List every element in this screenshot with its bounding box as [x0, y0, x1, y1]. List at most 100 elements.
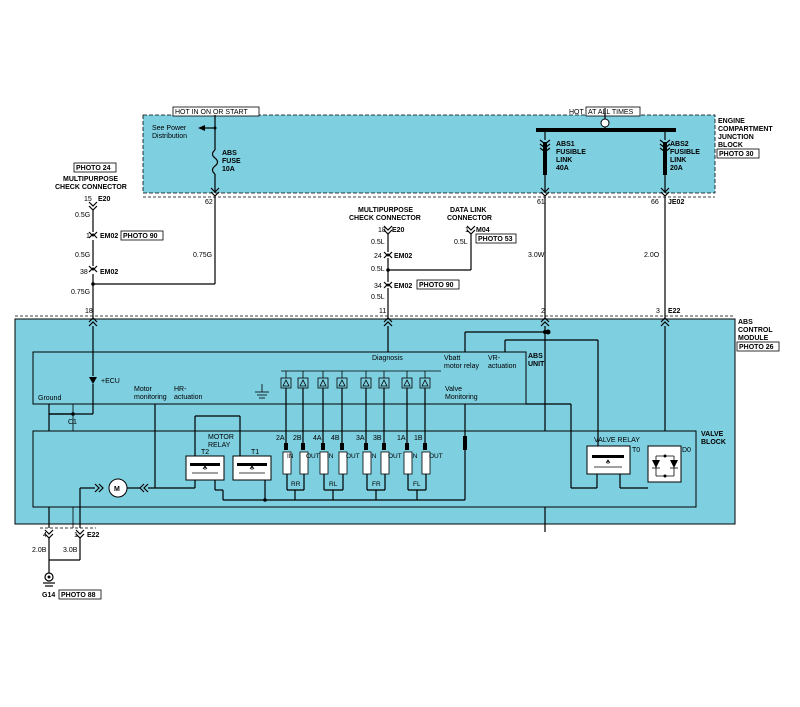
left-pin-1: 1: [86, 233, 90, 240]
c1-label: C1: [68, 419, 77, 426]
abs-unit: [32, 351, 527, 405]
motor-label: M: [114, 486, 120, 493]
mid-photo-90: PHOTO 90: [419, 282, 454, 289]
diode-icon-1: [652, 460, 660, 468]
mid-wire-05l-b: 0.5L: [371, 266, 385, 273]
valve-driver-icons: [280, 371, 431, 389]
ecu-label: +ECU: [101, 378, 120, 385]
port-1b: 1B: [414, 435, 423, 442]
abs2-1: ABS2: [670, 141, 689, 148]
mid-conn-name-2: CHECK CONNECTOR: [349, 215, 421, 222]
ground-e22: E22: [87, 532, 100, 539]
ejb-title-2: COMPARTMENT: [718, 126, 773, 133]
dlc-wire-05l: 0.5L: [454, 239, 468, 246]
wire-30w: 3.0W: [528, 252, 545, 259]
ground-wire-30b: 3.0B: [63, 547, 78, 554]
valve-in-1: IN: [287, 453, 294, 460]
module-photo-26: PHOTO 26: [739, 344, 774, 351]
wire-20o: 2.0O: [644, 252, 660, 259]
valve-relay-t0: T0: [632, 447, 640, 454]
vr-label-1: VR-: [488, 355, 501, 362]
left-conn-name-1: MULTIPURPOSE: [63, 176, 118, 183]
left-wire-075g-a: 0.75G: [71, 289, 90, 296]
left-wire-05g-b: 0.5G: [75, 252, 90, 259]
valve-block-title-1: VALVE: [701, 431, 724, 438]
hot-all-times-label: AT ALL TIMES: [588, 109, 634, 116]
valve-in-2: IN: [327, 453, 334, 460]
abs-unit-title-1: ABS: [528, 353, 543, 360]
ejb-title-4: BLOCK: [718, 142, 743, 149]
left-e20: E20: [98, 196, 111, 203]
left-conn-name-2: CHECK CONNECTOR: [55, 184, 127, 191]
mid-pin-34: 34: [374, 283, 382, 290]
abs2-2: FUSIBLE: [670, 149, 700, 156]
fuse-wire-075g: 0.75G: [193, 252, 212, 259]
left-pin-18: 18: [85, 308, 93, 315]
abs1-1: ABS1: [556, 141, 575, 148]
dlc-name-2: CONNECTOR: [447, 215, 492, 222]
ejb-title-3: JUNCTION: [718, 134, 754, 141]
port-2b: 2B: [293, 435, 302, 442]
left-photo-24: PHOTO 24: [76, 165, 111, 172]
relay-t1-switch-icon: [249, 465, 255, 470]
relay-t1: T1: [251, 449, 259, 456]
valve-out-3: OUT: [388, 453, 402, 460]
port-3a: 3A: [356, 435, 365, 442]
mid-e20: E20: [392, 227, 405, 234]
bus-terminal-icon: [600, 118, 610, 128]
ejb-title-1: ENGINE: [718, 118, 745, 125]
ejb-pin-61: 61: [537, 199, 545, 206]
mid-pin-11: 11: [379, 308, 386, 315]
ground-g14: G14: [42, 592, 55, 599]
ecu-arrow-icon: [89, 377, 97, 384]
port-4a: 4A: [313, 435, 322, 442]
ground-icon: [255, 384, 269, 399]
vbatt-label-2: motor relay: [444, 363, 480, 370]
valve-relay-box: [586, 445, 631, 475]
motor-mon-2: monitoring: [134, 394, 167, 401]
see-power-2: Distribution: [152, 133, 187, 140]
abs2-4: 20A: [670, 165, 683, 172]
mid-em02-b: EM02: [394, 283, 412, 290]
left-em02-b: EM02: [100, 269, 118, 276]
port-pins: [284, 443, 427, 450]
ejb-pin-62: 62: [205, 199, 213, 206]
module-title-1: ABS: [738, 319, 753, 326]
left-pin-15: 15: [84, 196, 92, 203]
hot-run-label: HOT IN ON OR START: [175, 109, 248, 116]
valve-ports: 2A 2B 4A 4B 3A 3B 1A 1B: [276, 435, 423, 442]
abs-fuse-3: 10A: [222, 166, 235, 173]
port-3b: 3B: [373, 435, 382, 442]
module-e22: E22: [668, 308, 681, 315]
wheel-fl: FL: [413, 481, 421, 488]
left-photo-90: PHOTO 90: [123, 233, 158, 240]
hr-act-2: actuation: [174, 394, 203, 401]
dlc-photo-53: PHOTO 53: [478, 236, 513, 243]
left-wire-05g-a: 0.5G: [75, 212, 90, 219]
wheel-fr: FR: [372, 481, 381, 488]
diode-icon-2: [670, 460, 678, 468]
ground-pin-4: 4: [43, 532, 47, 539]
abs-fuse-2: FUSE: [222, 158, 241, 165]
hot-label: HOT: [569, 109, 585, 116]
valve-relay-label: VALVE RELAY: [594, 437, 640, 444]
motor-mon-1: Motor: [134, 386, 153, 393]
wheel-rr: RR: [291, 481, 301, 488]
ground-label: Ground: [38, 395, 61, 402]
valve-in-3: IN: [370, 453, 377, 460]
abs1-3: LINK: [556, 157, 572, 164]
diode-d0: D0: [682, 447, 691, 454]
abs1-4: 40A: [556, 165, 569, 172]
vr-label-2: actuation: [488, 363, 517, 370]
valve-out-4: OUT: [429, 453, 443, 460]
see-power-1: See Power: [152, 125, 187, 132]
diagnosis-label: Diagnosis: [372, 355, 403, 362]
valve-mon-2: Monitoring: [445, 394, 478, 401]
ejb-connector-je02: JE02: [668, 199, 684, 206]
battery-bus-bar: [536, 128, 676, 132]
vbatt-label-1: Vbatt: [444, 355, 460, 362]
mid-conn-name-1: MULTIPURPOSE: [358, 207, 413, 214]
hr-act-1: HR-: [174, 386, 187, 393]
mid-pin-18: 18: [378, 227, 386, 234]
left-pin-38: 38: [80, 269, 88, 276]
